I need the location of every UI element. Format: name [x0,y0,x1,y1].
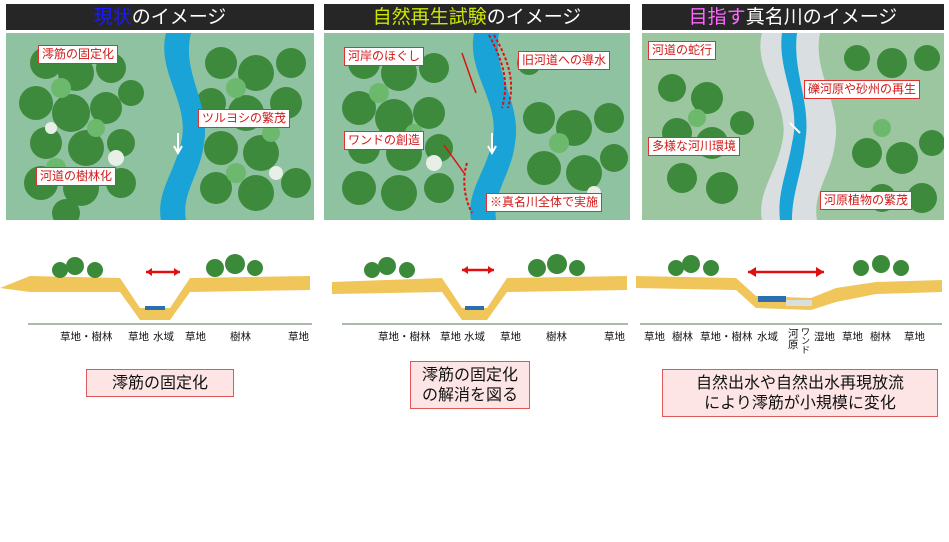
panel-3-caption-line-2: により澪筋が小規模に変化 [704,393,896,412]
panel-2-cross-section [322,248,634,332]
panel-2-zone-5: 草地 [604,331,625,343]
panel-1-zone-3: 草地 [185,331,206,343]
panel-3-aerial-illustration: 河道の蛇行 礫河原や砂州の再生 多様な河川環境 河原植物の繁茂 [642,33,944,220]
panel-3-cross-section-drawing [636,255,942,325]
panel-2-title-emphasis: 自然再生試験 [372,6,487,28]
panel-2-zone-2: 水域 [464,331,485,343]
panel-2-zone-0: 草地・樹林 [378,331,431,343]
panel-1-label-channel-fixation: 澪筋の固定化 [38,45,119,64]
panel-3-zone-1: 樹林 [672,331,693,343]
panel-1-zone-labels: 草地・樹林 草地 水域 草地 樹林 草地 [0,329,318,343]
panel-3-zone-7: 草地 [842,331,863,343]
panel-3-zone-5: ワンド [801,328,811,356]
panel-2-header: 自然再生試験のイメージ [324,4,630,30]
panel-2-zone-4: 樹林 [546,331,567,343]
panel-3-label-gravel-bar-restoration: 礫河原や砂州の再生 [804,80,921,99]
panel-3-caption: 自然出水や自然出水再現放流 により澪筋が小規模に変化 [662,369,938,417]
panel-3-label-diverse-environment: 多様な河川環境 [648,137,741,156]
panel-2-caption-line-2: の解消を図る [421,385,518,404]
panel-2-cross-section-drawing [332,254,628,325]
panel-3-zone-4: 河原 [788,328,799,351]
panel-3-zone-labels: 草地 樹林 草地・樹林 水域 河原 ワンド 湿地 草地 樹林 草地 [642,329,944,356]
panel-3-title-emphasis: 目指す [688,6,746,28]
panel-3-label-meandering: 河道の蛇行 [648,41,717,60]
panel-3-aerial-drawing [658,33,944,220]
panel-1-header: 現状のイメージ [6,4,314,30]
panel-2-label-whole-river-note: ※真名川全体で実施 [486,193,603,212]
panel-3-zone-3: 水域 [757,331,778,343]
panel-2-caption: 澪筋の固定化 の解消を図る [410,361,530,409]
panel-3-title-rest: 真名川のイメージ [745,6,898,28]
panel-1-title-rest: のイメージ [131,6,227,28]
panel-2-aerial-illustration: 河岸のほぐし 旧河道への導水 ワンドの創造 ※真名川全体で実施 [324,33,630,220]
panel-1-zone-4: 樹林 [230,331,251,343]
panel-2-zone-labels: 草地・樹林 草地 水域 草地 樹林 草地 [322,329,634,343]
panel-1-cross-section-drawing [0,254,312,325]
panel-1-cross-section [0,248,318,332]
panel-1-zone-1: 草地 [128,331,149,343]
panel-2-label-bank-loosening: 河岸のほぐし [344,47,425,66]
panel-3-header: 目指す真名川のイメージ [642,4,944,30]
panel-1-zone-2: 水域 [153,331,174,343]
panel-1-caption-line-1: 澪筋の固定化 [111,373,208,392]
panel-2-label-old-channel-diversion: 旧河道への導水 [518,51,611,70]
panel-2-zone-3: 草地 [500,331,521,343]
panel-3-zone-9: 草地 [904,331,925,343]
panel-1-aerial-drawing [19,33,311,220]
panel-1-zone-5: 草地 [288,331,309,343]
panel-3-cross-section [636,248,948,332]
panel-3-caption-line-1: 自然出水や自然出水再現放流 [695,373,904,392]
panel-1-label-forestation: 河道の樹林化 [36,167,117,186]
panel-3-zone-8: 樹林 [870,331,891,343]
panel-1-aerial-illustration: 澪筋の固定化 ツルヨシの繁茂 河道の樹林化 [6,33,314,220]
panel-3-zone-6: 湿地 [814,331,835,343]
panel-3-zone-2: 草地・樹林 [700,331,753,343]
panel-2-zone-1: 草地 [440,331,461,343]
panel-3-zone-0: 草地 [644,331,665,343]
panel-2-caption-line-1: 澪筋の固定化 [421,365,518,384]
panel-1-label-reed-growth: ツルヨシの繁茂 [198,109,291,128]
panel-3-label-riverbed-plants: 河原植物の繁茂 [820,191,913,210]
panel-1-zone-0: 草地・樹林 [60,331,113,343]
panel-2-title-rest: のイメージ [486,6,582,28]
panel-1-title-emphasis: 現状 [93,6,132,28]
panel-1-caption: 澪筋の固定化 [86,369,234,397]
panel-2-label-wando-creation: ワンドの創造 [344,131,425,150]
